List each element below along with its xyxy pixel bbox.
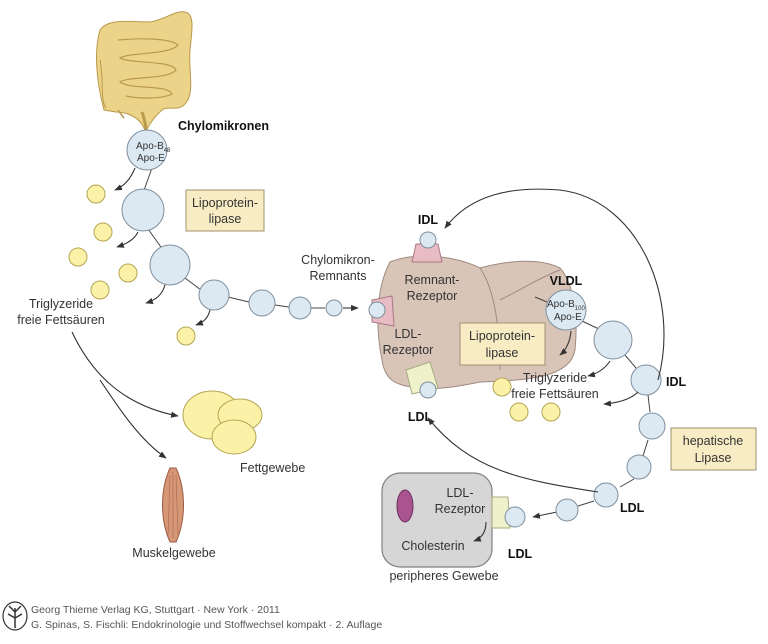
svg-text:lipase: lipase (486, 346, 519, 360)
hepatische-lipase-box: hepatische Lipase (670, 427, 757, 471)
muscle-illustration (162, 467, 184, 543)
fat-droplet (86, 184, 106, 204)
vldl-chain (492, 289, 666, 522)
chylomicron-particle (288, 296, 312, 320)
triglyzeride-label-1: Triglyzeride (29, 297, 93, 311)
chylomicron-particle (248, 289, 276, 317)
vldl-label: VLDL (550, 274, 583, 288)
idl-label-top: IDL (418, 213, 439, 227)
lipoprotein-lipase-box-2: Lipoprotein- lipase (459, 322, 546, 366)
fat-droplet (90, 280, 110, 300)
apo-b100-label: Apo-B100 (547, 299, 585, 312)
fat-droplet (176, 326, 196, 346)
idl-particle (638, 412, 666, 440)
vldl-particle (545, 289, 587, 331)
adipose-tissue-illustration (182, 390, 263, 455)
apo-e-label-2: Apo-E (554, 312, 582, 323)
ldl-label-liver: LDL (408, 410, 433, 424)
chylomicron-chain (68, 129, 359, 346)
remnant-rezeptor-label-line2: Rezeptor (407, 289, 458, 303)
ldl-rezeptor-liver-label-line1: LDL- (394, 327, 421, 341)
svg-text:lipase: lipase (209, 212, 242, 226)
fat-droplet (68, 247, 88, 267)
ldl-particle-bound-cell (504, 506, 526, 528)
chylomicron-particle (126, 129, 168, 171)
ldl-label-chain: LDL (620, 501, 645, 515)
ldl-rezeptor-liver-label-line2: Rezeptor (383, 343, 434, 357)
vldl-particle (593, 320, 633, 360)
idl-particle (630, 364, 662, 396)
fat-droplet (541, 402, 561, 422)
chylomikron-remnants-label-line2: Remnants (310, 269, 367, 283)
intestine-illustration (96, 11, 193, 135)
ldl-rezeptor-cell-label-line2: Rezeptor (435, 502, 486, 516)
ldl-particle (555, 498, 579, 522)
freie-fettsaeuren-label-2: freie Fettsäuren (511, 387, 599, 401)
ldl-label-cell: LDL (508, 547, 533, 561)
footer-publisher: Georg Thieme Verlag KG, Stuttgart · New … (31, 604, 280, 616)
fettgewebe-label: Fettgewebe (240, 461, 305, 475)
fat-droplet (118, 263, 138, 283)
idl-label-right: IDL (666, 375, 687, 389)
ldl-particle (626, 454, 652, 480)
fat-droplet (93, 222, 113, 242)
svg-text:Lipase: Lipase (695, 451, 732, 465)
ldl-rezeptor-cell-label-line1: LDL- (446, 486, 473, 500)
svg-text:hepatische: hepatische (683, 434, 744, 448)
chylomicron-particle (121, 188, 165, 232)
triglyzeride-label-2: Triglyzeride (523, 371, 587, 385)
fat-droplet (492, 377, 512, 397)
tree-logo-icon (2, 601, 28, 631)
apo-b48-label: Apo-B48 (136, 141, 171, 154)
ldl-particle (593, 482, 619, 508)
chylomikron-remnants-label-line1: Chylomikron- (301, 253, 375, 267)
chylomicron-particle (325, 299, 343, 317)
lipoprotein-lipase-box-1: Lipoprotein- lipase (185, 189, 265, 232)
footer-book: G. Spinas, S. Fischli: Endokrinologie un… (31, 619, 382, 631)
peripheres-gewebe-label: peripheres Gewebe (389, 569, 498, 583)
peripheral-cell-illustration (381, 472, 511, 568)
muskelgewebe-label: Muskelgewebe (132, 546, 215, 560)
svg-text:Lipoprotein-: Lipoprotein- (192, 196, 258, 210)
apo-e-label: Apo-E (137, 153, 165, 164)
chylomicron-particle (149, 244, 191, 286)
idl-particle-bound (419, 231, 437, 249)
ldl-particle-bound-liver (419, 381, 437, 399)
chylomicron-particle (198, 279, 230, 311)
freie-fettsaeuren-label-1: freie Fettsäuren (17, 313, 105, 327)
remnant-rezeptor-label-line1: Remnant- (405, 273, 460, 287)
remnant-particle-bound (368, 301, 386, 319)
svg-text:Lipoprotein-: Lipoprotein- (469, 329, 535, 343)
chylomikronen-label: Chylomikronen (178, 119, 269, 133)
cholesterin-label: Cholesterin (401, 539, 464, 553)
fat-droplet (509, 402, 529, 422)
